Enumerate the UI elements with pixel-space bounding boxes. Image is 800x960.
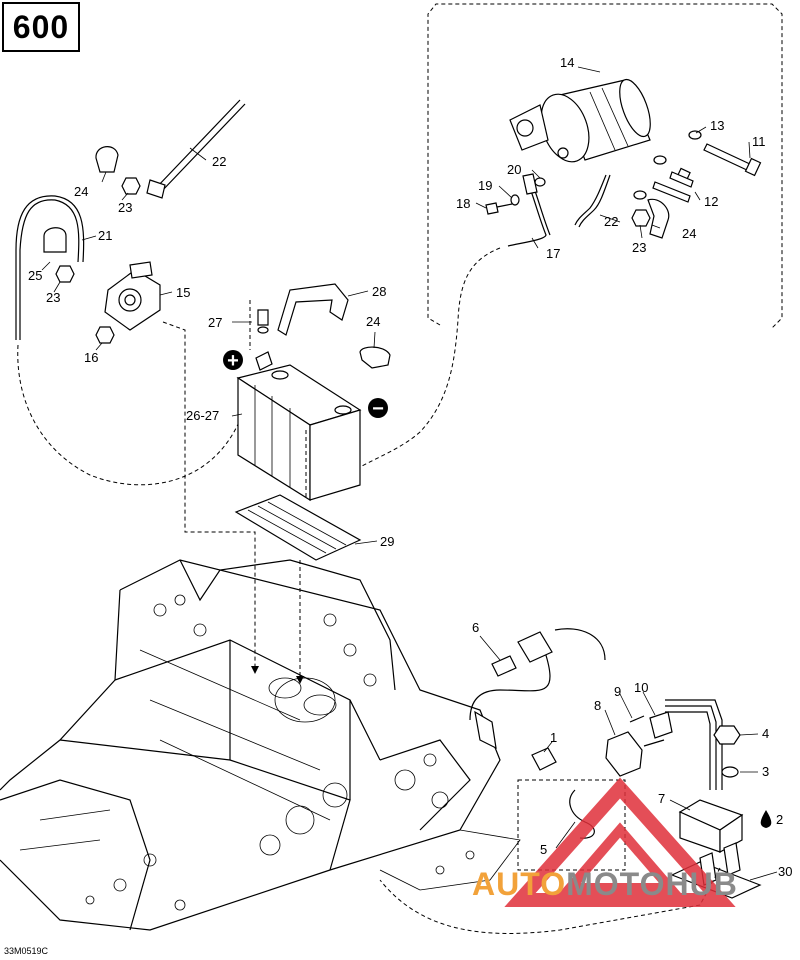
negative-terminal-symbol <box>368 398 388 418</box>
callout-1: 1 <box>550 730 557 745</box>
battery <box>236 364 362 502</box>
callout-23-starter: 23 <box>632 240 646 255</box>
callout-30: 30 <box>778 864 792 879</box>
nut-23-solenoid-top <box>121 177 141 195</box>
callout-6: 6 <box>472 620 479 635</box>
callout-15: 15 <box>176 285 190 300</box>
callout-28: 28 <box>372 284 386 299</box>
model-number: 600 <box>12 8 70 45</box>
chassis-frame <box>0 559 521 931</box>
fuse-holder-6 <box>517 631 553 663</box>
terminal-cap-24 <box>359 346 391 369</box>
callout-5: 5 <box>540 842 547 857</box>
watermark-hub: HUB <box>665 866 738 902</box>
callout-17: 17 <box>546 246 560 261</box>
callout-8: 8 <box>594 698 601 713</box>
reference-code: 33M0519C <box>4 946 49 956</box>
callout-3: 3 <box>762 764 769 779</box>
watermark-logo <box>504 777 736 907</box>
clip-1 <box>531 747 557 771</box>
callout-19: 19 <box>478 178 492 193</box>
callout-10: 10 <box>634 680 648 695</box>
cable-21 <box>19 199 80 340</box>
callout-24-starter: 24 <box>682 226 696 241</box>
nut-23-solenoid-bottom <box>55 265 75 283</box>
connector-8 <box>605 731 643 777</box>
connector-10 <box>649 711 673 739</box>
watermark-text: AUTOMOTOHUB <box>472 866 738 903</box>
callout-16: 16 <box>84 350 98 365</box>
callout-20: 20 <box>507 162 521 177</box>
leader-lines <box>41 66 778 881</box>
callout-22-starter: 22 <box>604 214 618 229</box>
callout-4: 4 <box>762 726 769 741</box>
callout-24-battery: 24 <box>366 314 380 329</box>
positive-terminal-symbol <box>223 350 243 370</box>
cable-17 <box>507 187 547 247</box>
callout-22-solenoid: 22 <box>212 154 226 169</box>
callout-23-solenoid-bottom: 23 <box>46 290 60 305</box>
callout-23-solenoid-top: 23 <box>118 200 132 215</box>
boot-25 <box>43 227 67 253</box>
starter-motor <box>509 78 651 163</box>
model-number-box: 600 <box>2 2 80 52</box>
terminal-boot-plus <box>255 351 273 371</box>
callout-25: 25 <box>28 268 42 283</box>
boot-24-solenoid <box>95 146 119 173</box>
minus-sign: − <box>372 398 384 420</box>
callout-11: 11 <box>752 134 766 149</box>
callout-13: 13 <box>710 118 724 133</box>
nut-16 <box>95 326 115 344</box>
washer-3 <box>721 766 739 778</box>
callout-7: 7 <box>658 791 665 806</box>
bolt-12 <box>652 167 694 203</box>
bolt-11 <box>703 143 762 177</box>
harness-bundle <box>665 699 723 790</box>
watermark-auto: AUTO <box>472 866 567 902</box>
fuse-harness-wire <box>469 628 606 721</box>
callout-14: 14 <box>560 55 574 70</box>
boot-24-starter <box>647 198 670 239</box>
cable-22-solenoid <box>155 99 246 193</box>
battery-pad-29 <box>234 494 362 561</box>
pin-9 <box>629 715 645 723</box>
fuse-6 <box>491 655 517 677</box>
nut-23-starter <box>631 209 651 227</box>
callout-21: 21 <box>98 228 112 243</box>
washer-13 <box>688 130 702 140</box>
module-7 <box>678 799 744 854</box>
callout-12: 12 <box>704 194 718 209</box>
callout-24-solenoid: 24 <box>74 184 88 199</box>
callout-2: 2 <box>776 812 783 827</box>
callout-18: 18 <box>456 196 470 211</box>
washer-19 <box>510 194 520 206</box>
solenoid-15 <box>104 261 161 331</box>
nut-4 <box>713 725 741 745</box>
plus-sign: + <box>227 350 239 372</box>
watermark-moto: MOTO <box>566 866 666 902</box>
battery-clamp-28 <box>277 283 349 336</box>
callout-26-27: 26-27 <box>186 408 219 423</box>
screw-18 <box>485 202 499 215</box>
callout-27: 27 <box>208 315 222 330</box>
callout-9: 9 <box>614 684 621 699</box>
cable-22-starter <box>574 174 607 226</box>
starter-group-frame <box>427 3 783 329</box>
screw-27 <box>257 309 269 326</box>
callout-labels: 14 13 11 20 19 18 12 22 24 23 17 22 24 2… <box>28 55 792 879</box>
callout-29: 29 <box>380 534 394 549</box>
grease-drop-2 <box>760 810 772 828</box>
